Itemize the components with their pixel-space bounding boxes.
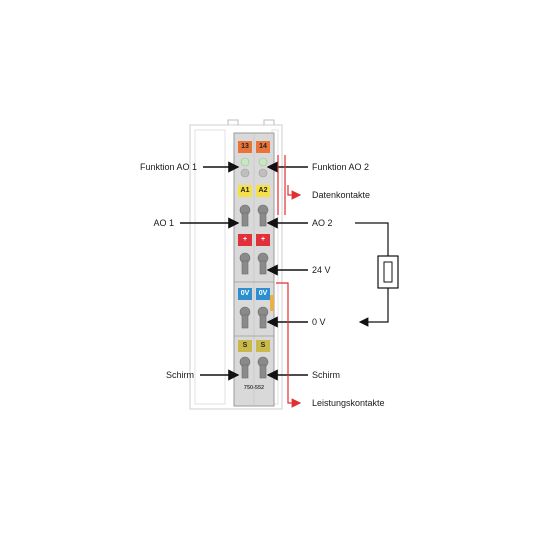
tag-plus-2	[256, 234, 270, 246]
leistungskontakte-indicator	[276, 282, 302, 408]
module-model-number: 750-552	[243, 385, 265, 391]
label-schirm-right: Schirm	[312, 370, 341, 380]
terminal-ao	[239, 204, 269, 227]
tag-s-1	[238, 340, 252, 352]
tag-s-2-label: S	[260, 342, 266, 349]
tag-14-label: 14	[259, 143, 267, 150]
tag-s-1-label: S	[242, 342, 248, 349]
tag-a2	[256, 185, 270, 197]
label-funktion-ao2: Funktion AO 2	[312, 162, 370, 172]
label-schirm-left: Schirm	[165, 370, 194, 380]
tag-14	[256, 141, 270, 153]
label-datenkontakte: Datenkontakte	[312, 190, 371, 200]
datenkontakte-indicator	[277, 155, 302, 215]
label-leistungskontakte: Leistungskontakte	[312, 398, 385, 408]
label-funktion-ao1: Funktion AO 1	[139, 162, 197, 172]
led-1	[240, 157, 250, 167]
module-housing	[189, 119, 283, 410]
tag-plus-1-label: +	[242, 236, 248, 243]
led-4	[258, 168, 268, 178]
label-24v: 24 V	[312, 265, 331, 275]
tag-s-2	[256, 340, 270, 352]
led-2	[258, 157, 268, 167]
tag-0v-2	[256, 288, 270, 300]
terminal-24v	[239, 252, 269, 275]
tag-13	[238, 141, 252, 153]
tag-a1	[238, 185, 252, 197]
tag-0v-1	[238, 288, 252, 300]
tag-a1-label: A1	[240, 187, 250, 194]
resistor-symbol	[377, 255, 399, 289]
tag-13-label: 13	[241, 143, 249, 150]
load-circuit	[355, 222, 399, 327]
tag-plus-1	[238, 234, 252, 246]
tag-0v-1-label: 0V	[240, 290, 250, 297]
led-3	[240, 168, 250, 178]
label-ao1: AO 1	[153, 218, 174, 228]
label-ao2: AO 2	[312, 218, 333, 228]
terminal-schirm	[239, 356, 269, 379]
tag-a2-label: A2	[258, 187, 268, 194]
left-arrows	[180, 161, 240, 381]
tag-plus-2-label: +	[260, 236, 266, 243]
terminal-0v	[239, 306, 269, 329]
label-0v: 0 V	[312, 317, 326, 327]
tag-0v-2-label: 0V	[258, 290, 268, 297]
